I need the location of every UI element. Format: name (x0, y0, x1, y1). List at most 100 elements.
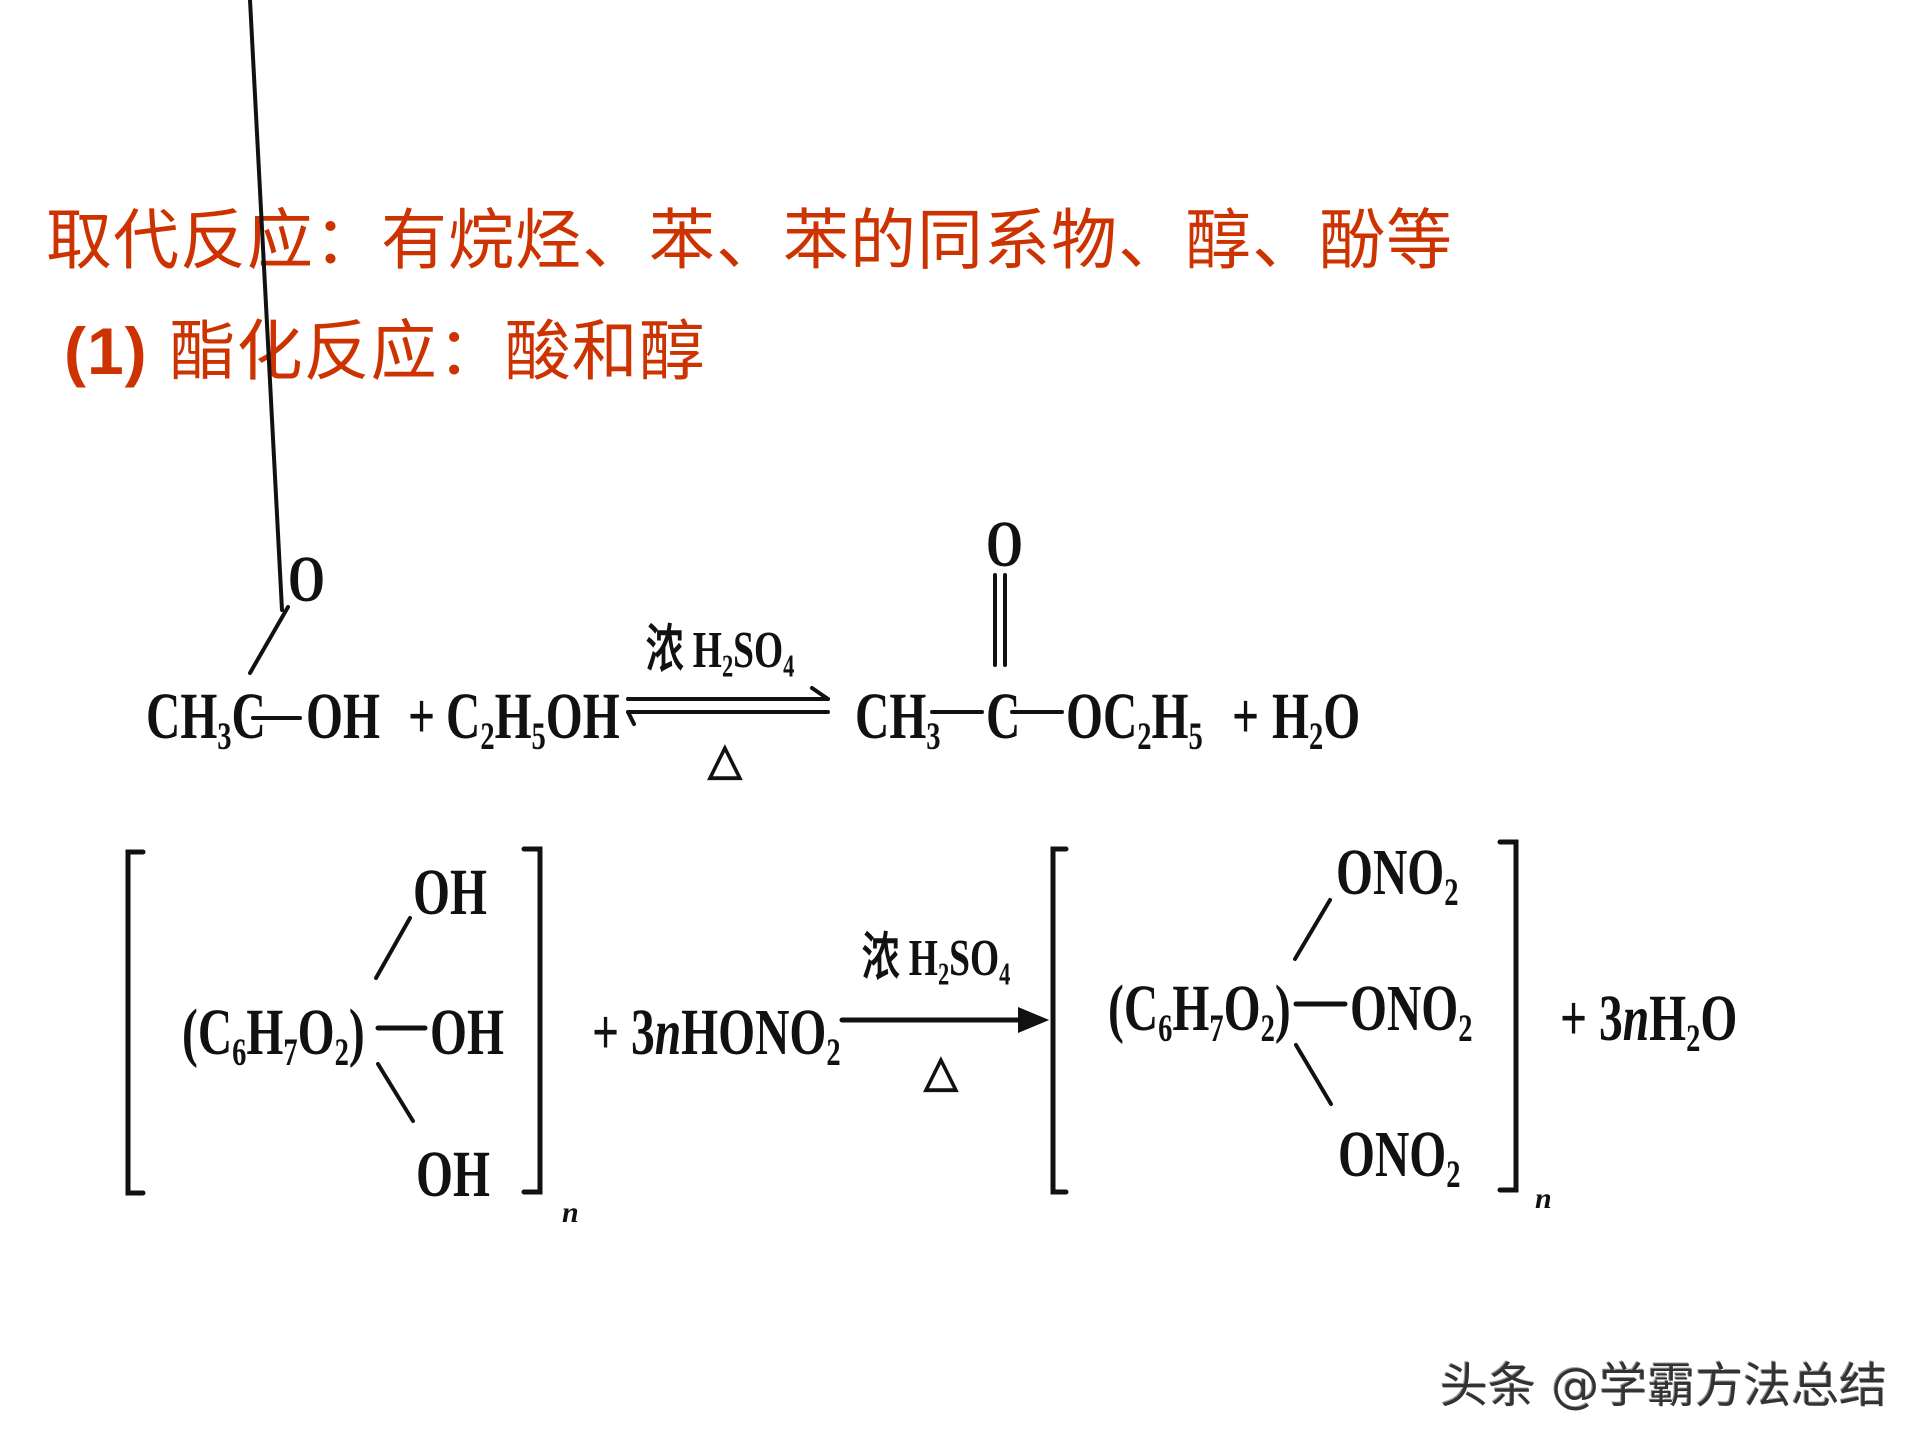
right-bracket-close (1497, 839, 1519, 1193)
formula-part: (C (182, 996, 233, 1069)
acetic-acid: CH3C (146, 684, 266, 756)
subscript: 6 (1158, 1006, 1173, 1051)
left-bracket-open (125, 849, 146, 1196)
subscript: 3 (217, 714, 232, 759)
heat-symbol-icon: △ (924, 1047, 958, 1096)
coefficient: + 3 (592, 996, 655, 1069)
catalyst-label-2: 浓 H2SO4 (862, 930, 1010, 989)
formula-part: ) (1274, 972, 1291, 1045)
double-bond-line-b (248, 605, 290, 675)
section-heading: 酯化反应：酸和醇 (169, 313, 706, 390)
section-number: (1) (64, 314, 148, 388)
subscript: 2 (1458, 1006, 1473, 1051)
subscript: 6 (232, 1030, 247, 1075)
nitrocellulose-unit: (C6H7O2) (1108, 976, 1291, 1048)
formula-part: CH (855, 680, 927, 753)
catalyst-label: 浓 H2SO4 (646, 622, 794, 681)
formula-part: (C (1108, 972, 1159, 1045)
water: H2O (1272, 684, 1360, 756)
formula-part: ONO (1350, 972, 1459, 1045)
subscript: 4 (783, 648, 795, 684)
ethyl-acetate-oc2h5: OC2H5 (1066, 684, 1203, 756)
formula-part: C (231, 680, 266, 753)
acetic-acid-oh: OH (306, 680, 380, 753)
watermark: 头条 @学霸方法总结 (1440, 1358, 1888, 1414)
equilibrium-reverse-head (626, 710, 636, 726)
right-bracket-open (1050, 846, 1069, 1195)
nitrate-middle: ONO2 (1350, 976, 1473, 1048)
formula-part: H (1272, 680, 1309, 753)
subscript: 2 (937, 956, 950, 992)
forward-arrow-head (1018, 1007, 1050, 1033)
formula-part: OC (1066, 680, 1138, 753)
formula-part: HONO (681, 996, 827, 1069)
subscript: 2 (826, 1030, 841, 1075)
plus-sign: + (408, 680, 436, 753)
subscript: 2 (1137, 714, 1152, 759)
subscript: 2 (480, 714, 495, 759)
concentrated-label: 浓 (646, 620, 684, 680)
title-line-1: 取代反应：有烷烃、苯、苯的同系物、醇、酚等 (46, 202, 1453, 279)
plus-sign: + (1232, 680, 1260, 753)
left-bracket-close (521, 846, 543, 1195)
formula-part: H (494, 680, 532, 753)
heat-symbol-icon: △ (708, 735, 742, 784)
repeat-n: n (1535, 1182, 1552, 1215)
nitric-acid: + 3nHONO2 (592, 1000, 841, 1072)
formula-part: ONO (1338, 1118, 1447, 1191)
ester-carbonyl-o: O (986, 508, 1023, 581)
subscript: 2 (1260, 1006, 1275, 1051)
cellulose-oh-bottom: OH (416, 1138, 490, 1211)
subscript: 2 (1308, 714, 1324, 759)
double-bond-line-a (248, 0, 284, 612)
acetic-acid-carbonyl-o: O (288, 543, 325, 616)
water-product: + 3nH2O (1560, 986, 1737, 1058)
formula-part: O (297, 996, 335, 1069)
formula-part: ONO (1336, 836, 1445, 909)
cellulose-oh-middle: OH (430, 996, 504, 1069)
formula-part: O (1700, 982, 1738, 1055)
formula-part: OH (545, 680, 620, 753)
bond-lower (376, 1062, 415, 1123)
subscript: 3 (926, 714, 941, 759)
bond-upper (374, 916, 412, 980)
subscript: 7 (1209, 1006, 1224, 1051)
formula-part: CH (146, 680, 218, 753)
product-bond-upper (1293, 898, 1332, 961)
formula-part: ) (348, 996, 365, 1069)
subscript: 7 (283, 1030, 298, 1075)
formula-part: H (1649, 982, 1687, 1055)
cellulose-oh-top: OH (413, 856, 487, 929)
formula-part: C (446, 680, 481, 753)
formula-part: SO (949, 930, 1000, 987)
subscript: 2 (721, 648, 734, 684)
formula-part: H (908, 930, 938, 987)
formula-part: H (246, 996, 284, 1069)
nitrate-bottom: ONO2 (1338, 1122, 1461, 1194)
ethyl-acetate-ch3: CH3 (855, 684, 941, 756)
formula-part: SO (733, 622, 784, 679)
subscript: 4 (999, 956, 1011, 992)
product-bond-lower (1294, 1043, 1333, 1106)
cellulose-unit: (C6H7O2) (182, 1000, 365, 1072)
coefficient: + 3 (1560, 982, 1623, 1055)
subscript: 5 (531, 714, 546, 759)
equilibrium-forward-head (810, 686, 830, 701)
ethyl-acetate-c: C (986, 680, 1021, 753)
repeat-n: n (562, 1196, 579, 1229)
subscript: 2 (1686, 1016, 1701, 1061)
coefficient-n: n (654, 996, 682, 1069)
title-line-2: (1) 酯化反应：酸和醇 (64, 318, 706, 385)
formula-part: O (1223, 972, 1261, 1045)
subscript: 2 (1444, 870, 1459, 915)
formula-part: H (692, 622, 722, 679)
ethanol: C2H5OH (446, 684, 620, 756)
concentrated-label: 浓 (862, 928, 900, 988)
subscript: 2 (1446, 1152, 1461, 1197)
coefficient-n: n (1622, 982, 1650, 1055)
formula-part: H (1172, 972, 1210, 1045)
formula-part: O (1323, 680, 1361, 753)
subscript: 5 (1188, 714, 1203, 759)
subscript: 2 (334, 1030, 349, 1075)
